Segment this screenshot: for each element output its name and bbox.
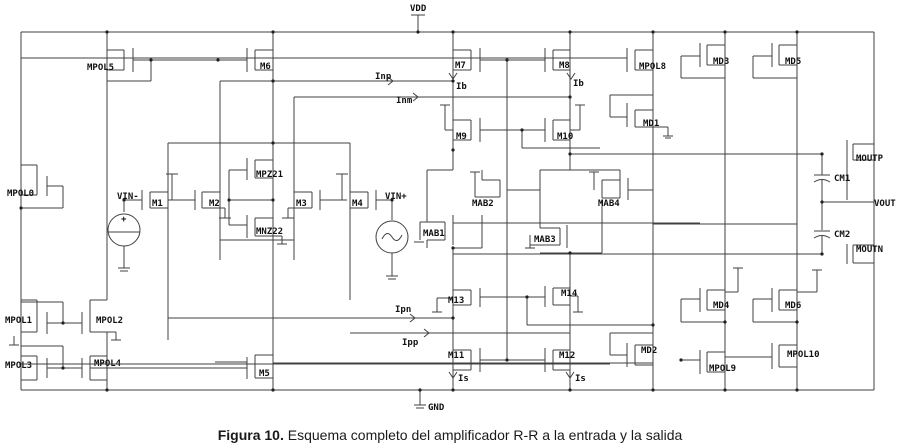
transistor-mpol10: [771, 343, 797, 369]
label-m1: M1: [152, 199, 163, 209]
transistor-mab3: [525, 169, 620, 249]
label-cm1: CM1: [834, 174, 850, 184]
label-mpol8: MPOL8: [639, 62, 666, 72]
label-m14: M14: [561, 289, 578, 299]
transistor-m1: [124, 143, 178, 340]
label-m13: M13: [448, 296, 464, 306]
caption-text: Esquema completo del amplificador R-R a …: [283, 427, 683, 443]
transistor-md2: [609, 332, 653, 367]
transistor-mpol9: [681, 350, 725, 374]
label-mab4: MAB4: [598, 199, 620, 209]
label-md6: MD6: [785, 301, 801, 311]
label-md4: MD4: [713, 301, 730, 311]
figure-caption: Figura 10. Esquema completo del amplific…: [0, 427, 900, 443]
label-ib-left: Ib: [456, 82, 467, 92]
label-m11: M11: [448, 351, 464, 361]
transistor-m8: [544, 32, 571, 140]
label-md1: MD1: [643, 119, 659, 129]
label-m3: M3: [296, 199, 307, 209]
label-mpz21: MPZ21: [256, 170, 283, 180]
label-m10: M10: [557, 132, 573, 142]
label-md5: MD5: [785, 57, 801, 67]
label-inm: Inm: [396, 96, 413, 106]
label-mpol1: MPOL1: [5, 316, 32, 326]
label-is-right: Is: [575, 374, 586, 384]
label-mpol5: MPOL5: [87, 63, 114, 73]
label-inp: Inp: [375, 72, 392, 82]
label-m5: M5: [259, 369, 270, 379]
transistor-m7: [452, 32, 481, 140]
label-vin-minus: VIN-: [117, 192, 139, 202]
label-mpol2: MPOL2: [96, 316, 123, 326]
transistor-m2: [194, 185, 231, 240]
label-mpol3: MPOL3: [5, 361, 32, 371]
caption-label: Figura 10.: [217, 427, 284, 443]
transistor-mab1: [414, 169, 454, 248]
transistor-mpol1: [9, 299, 48, 346]
label-m7: M7: [455, 61, 466, 71]
label-ipp: Ipp: [402, 338, 419, 348]
label-mpol0: MPOL0: [7, 189, 34, 199]
capacitor-cm2: [813, 230, 831, 254]
label-ib-right: Ib: [573, 79, 584, 89]
transistor-mpol8: [600, 32, 654, 390]
label-mnz22: MNZ22: [256, 227, 283, 237]
label-cm2: CM2: [834, 230, 850, 240]
transistor-m5: [246, 300, 274, 390]
label-ipn: Ipn: [395, 305, 411, 315]
transistor-moutp: [846, 140, 874, 200]
label-mab1: MAB1: [423, 229, 445, 239]
capacitor-cm1: [813, 154, 831, 230]
label-m6: M6: [260, 62, 271, 72]
transistor-mpol0: [21, 164, 64, 209]
label-mab2: MAB2: [472, 199, 494, 209]
amplifier-schematic: VDD GND MPOL5 M6 M7 M8: [5, 4, 896, 413]
transistor-m6: [246, 32, 274, 300]
transistor-m4: [336, 143, 392, 300]
label-m8: M8: [559, 61, 570, 71]
label-moutn: MOUTN: [856, 245, 883, 255]
transistor-md4: [680, 267, 743, 323]
vdd-label: VDD: [410, 4, 427, 14]
transistor-md3: [680, 32, 726, 390]
label-moutp: MOUTP: [856, 154, 884, 164]
transistor-mpol5: [106, 32, 152, 82]
transistor-m14: [544, 286, 583, 390]
transistor-mnz22: [229, 215, 287, 245]
label-m2: M2: [209, 199, 220, 209]
label-md3: MD3: [713, 57, 729, 67]
transistor-m3: [282, 185, 321, 240]
transistor-m12: [544, 348, 575, 379]
label-m9: M9: [456, 132, 467, 142]
transistor-md5: [752, 32, 798, 390]
svg-text:+: +: [121, 215, 127, 225]
transistor-md1: [609, 94, 673, 139]
label-md2: MD2: [641, 346, 657, 356]
transistor-mpz21: [228, 143, 274, 250]
label-mpol10: MPOL10: [787, 350, 820, 360]
transistor-mab2: [470, 170, 508, 200]
label-is-left: Is: [458, 374, 469, 384]
label-vin-plus: VIN+: [385, 192, 407, 202]
gnd-label: GND: [428, 403, 445, 413]
label-mpol9: MPOL9: [709, 364, 736, 374]
transistor-mpol2: [81, 299, 121, 341]
vin-minus-source: +: [107, 200, 141, 272]
label-vout: VOUT: [874, 199, 896, 209]
transistor-moutn: [846, 244, 874, 264]
vdd-rail: [20, 14, 875, 390]
transistor-md6: [752, 269, 822, 323]
label-m4: M4: [352, 199, 363, 209]
junction-dots: [19, 30, 824, 392]
transistor-mab4: [589, 170, 653, 253]
gnd-rail: [21, 389, 874, 409]
label-m12: M12: [559, 351, 575, 361]
vin-plus-source: [375, 200, 409, 280]
transistor-m10: [544, 104, 585, 142]
label-mab3: MAB3: [534, 235, 556, 245]
